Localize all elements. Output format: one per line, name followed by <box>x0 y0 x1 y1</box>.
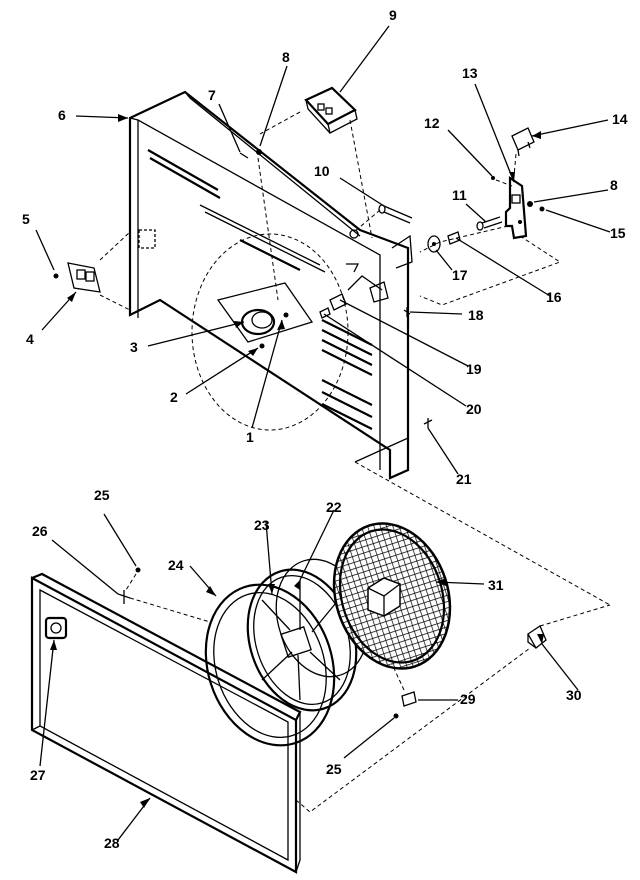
callout-20: 20 <box>466 401 482 417</box>
part-26-screw <box>117 590 131 604</box>
housing-panel <box>128 90 611 606</box>
callout-23: 23 <box>254 517 270 533</box>
callout-12: 12 <box>424 115 440 131</box>
callout-8-upper: 8 <box>282 49 290 65</box>
callout-1: 1 <box>246 429 254 445</box>
callout-10: 10 <box>314 163 330 179</box>
part-10-rod <box>378 204 413 224</box>
callout-25-lower: 25 <box>326 761 342 777</box>
callout-labels: 1 2 3 4 5 6 7 8 8 9 10 11 12 13 14 15 16… <box>22 7 628 851</box>
callout-26: 26 <box>32 523 48 539</box>
part-15-washer <box>539 206 545 212</box>
callout-5: 5 <box>22 211 30 227</box>
part-20-spacer <box>319 307 331 319</box>
motor-plate <box>216 282 314 343</box>
callout-9: 9 <box>389 7 397 23</box>
part-31-grille <box>332 522 452 670</box>
part-5-screw <box>53 273 59 279</box>
part-24-ring <box>204 583 336 747</box>
leader-arrowheads <box>50 114 544 808</box>
part-25-screw-lower <box>393 713 399 719</box>
callout-29: 29 <box>460 691 476 707</box>
callout-7: 7 <box>208 87 216 103</box>
part-8-nut-upper <box>256 149 262 155</box>
callout-14: 14 <box>612 111 628 127</box>
callout-30: 30 <box>566 687 582 703</box>
callout-11: 11 <box>452 187 467 203</box>
callout-18: 18 <box>468 307 484 323</box>
part-27-knob <box>44 616 68 640</box>
part-14-switch <box>511 127 535 157</box>
callout-17: 17 <box>452 267 468 283</box>
callout-25-upper: 25 <box>94 487 110 503</box>
part-29-bracket <box>401 691 417 707</box>
callout-22: 22 <box>326 499 342 515</box>
part-7-pin <box>239 152 249 159</box>
callout-4: 4 <box>26 331 34 347</box>
vent-slots-side <box>321 319 373 430</box>
callout-19: 19 <box>466 361 482 377</box>
callout-6: 6 <box>58 107 66 123</box>
callout-8-right: 8 <box>610 177 618 193</box>
vent-slots-top <box>147 149 326 273</box>
part-9-switch-box <box>304 86 358 134</box>
part-8-nut-right <box>527 201 533 207</box>
callout-28: 28 <box>104 835 120 851</box>
callout-31: 31 <box>488 577 504 593</box>
callout-16: 16 <box>546 289 562 305</box>
fan-opening <box>191 233 349 431</box>
part-13-bracket <box>504 175 528 240</box>
callout-27: 27 <box>30 767 46 783</box>
part-11-pin <box>481 216 503 229</box>
part-4-bracket <box>67 262 101 293</box>
callout-2: 2 <box>170 389 178 405</box>
part-25-screw-upper <box>135 567 141 573</box>
part-12-screw <box>491 176 495 180</box>
part-17-grommet <box>427 235 441 253</box>
motor <box>240 308 276 336</box>
callout-15: 15 <box>610 225 626 241</box>
front-panel <box>30 572 302 874</box>
callout-13: 13 <box>462 65 478 81</box>
leader-lines <box>35 25 611 841</box>
part-30-clip <box>527 625 547 649</box>
part-21-screw <box>423 418 433 428</box>
callout-21: 21 <box>456 471 472 487</box>
part-18-screw <box>403 307 411 317</box>
callout-24: 24 <box>168 557 184 573</box>
callout-3: 3 <box>130 339 138 355</box>
part-19-bushing <box>329 293 347 311</box>
